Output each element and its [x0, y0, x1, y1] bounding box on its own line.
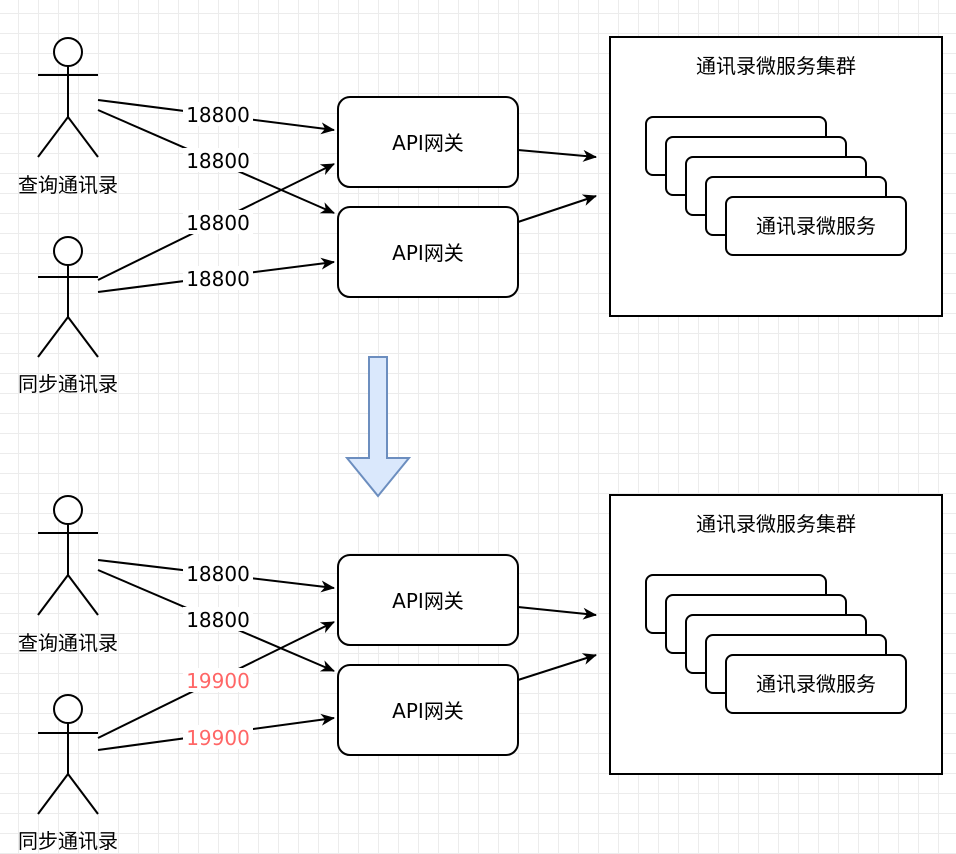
gateway-1: API网关: [337, 554, 519, 646]
edge-gw2-cluster: [517, 194, 597, 223]
edge-gw2-cluster: [517, 653, 597, 681]
gateway-2-label: API网关: [392, 241, 464, 265]
edge-label-query-gw1: 18800: [186, 562, 250, 586]
section-before: 查询通讯录 同步通讯录 18800 18800 18800 18800: [18, 36, 943, 396]
cluster-box: 通讯录微服务集群 通讯录微服务: [609, 36, 943, 317]
edge-label-sync-gw2: 18800: [186, 267, 250, 291]
cluster-box: 通讯录微服务集群 通讯录微服务: [609, 494, 943, 775]
transition-arrow-icon: [344, 356, 412, 498]
edge-label-query-gw2: 18800: [186, 608, 250, 632]
gateway-1-label: API网关: [392, 589, 464, 613]
gateway-1-label: API网关: [392, 131, 464, 155]
gateway-1: API网关: [337, 96, 519, 188]
actor-sync-icon: [37, 694, 99, 815]
actor-query-icon: [37, 37, 99, 158]
edge-label-sync-gw1: 19900: [186, 669, 250, 693]
cluster-title: 通讯录微服务集群: [696, 54, 856, 78]
gateway-2: API网关: [337, 664, 519, 756]
cluster-title: 通讯录微服务集群: [696, 512, 856, 536]
actor-query-label: 查询通讯录: [18, 173, 118, 197]
service-card: [725, 196, 907, 256]
actor-query-icon: [37, 495, 99, 616]
actor-query-label: 查询通讯录: [18, 631, 118, 655]
edge-label-sync-gw2: 19900: [186, 726, 250, 750]
service-label: 通讯录微服务: [756, 672, 876, 696]
gateway-2-label: API网关: [392, 699, 464, 723]
actor-sync-label: 同步通讯录: [18, 829, 118, 853]
edge-label-sync-gw1: 18800: [186, 211, 250, 235]
service-label: 通讯录微服务: [756, 214, 876, 238]
section-after: 查询通讯录 同步通讯录 18800 18800 19900 19900: [18, 494, 943, 853]
actor-sync-icon: [37, 236, 99, 358]
edge-label-query-gw1: 18800: [186, 103, 250, 127]
edge-gw1-cluster: [517, 606, 597, 620]
service-card: [725, 654, 907, 714]
actor-sync-label: 同步通讯录: [18, 372, 118, 396]
edge-label-query-gw2: 18800: [186, 149, 250, 173]
gateway-2: API网关: [337, 206, 519, 298]
edge-gw1-cluster: [517, 149, 597, 162]
